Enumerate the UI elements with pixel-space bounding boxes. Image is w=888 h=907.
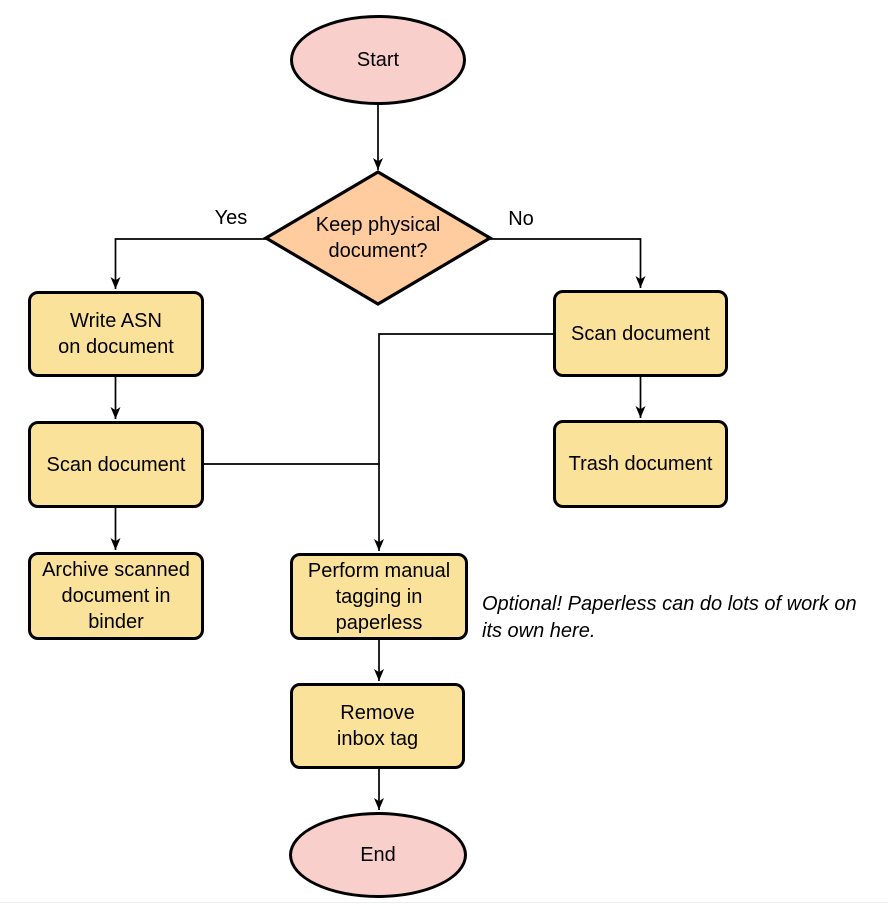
page-bottom-divider <box>0 902 888 903</box>
node-scan-document-left: Scan document <box>28 421 204 508</box>
node-manual-tagging-label: Perform manual tagging in paperless <box>307 559 451 634</box>
node-scan-document-right-label: Scan document <box>571 322 710 345</box>
edge-decision-yes-to-write-asn <box>110 238 266 289</box>
node-manual-tagging: Perform manual tagging in paperless <box>290 553 468 640</box>
node-scan-document-right: Scan document <box>553 290 728 377</box>
node-write-asn-label: Write ASN on document <box>58 310 174 358</box>
node-trash-document-label: Trash document <box>568 453 713 475</box>
node-start-label: Start <box>356 49 400 71</box>
node-remove-inbox-tag: Remove inbox tag <box>290 683 465 769</box>
node-archive-in-binder: Archive scanned document in binder <box>28 552 204 640</box>
node-write-asn: Write ASN on document <box>28 291 204 377</box>
annotation-note: Optional! Paperless can do lots of work … <box>482 593 857 642</box>
node-archive-in-binder-label: Archive scanned document in binder <box>42 559 190 633</box>
decision-diamond-shape <box>262 170 494 306</box>
node-decision-label: Keep physical document? <box>315 214 441 262</box>
node-trash-document: Trash document <box>553 420 728 508</box>
edge-scan-right-to-tagging <box>374 333 553 551</box>
edge-label-yes: Yes <box>214 207 248 229</box>
node-end: End <box>289 812 467 898</box>
edge-label-no: No <box>508 208 534 230</box>
edge-decision-no-to-scan-right <box>490 238 646 288</box>
node-remove-inbox-tag-label: Remove inbox tag <box>336 702 419 750</box>
node-end-label: End <box>360 844 396 866</box>
node-scan-document-left-label: Scan document <box>46 453 186 476</box>
node-start: Start <box>290 15 466 105</box>
